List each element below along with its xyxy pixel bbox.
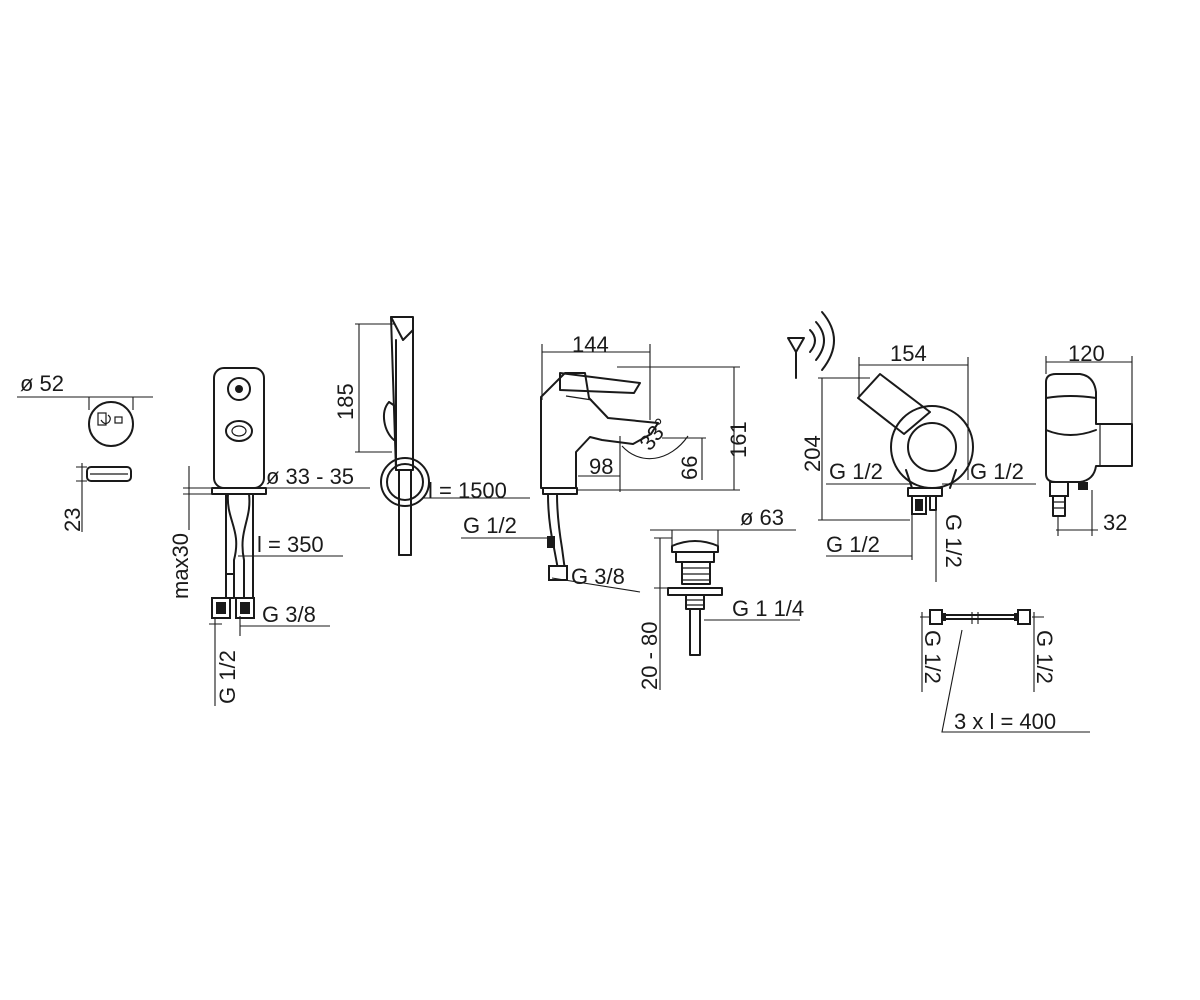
basin-faucet-front-drawing — [183, 367, 370, 706]
box-right-thread-label: G 1/2 — [970, 459, 1024, 484]
control-box-front-drawing — [787, 311, 1036, 582]
connector-left-thread-label: G 1/2 — [920, 630, 945, 684]
drain-range-label: 20 - 80 — [637, 622, 662, 691]
sensor-diameter-label: ø 52 — [20, 371, 64, 396]
max-thickness-label: max30 — [168, 533, 193, 599]
spout-reach-label: 98 — [589, 454, 613, 479]
control-box-side-drawing — [1045, 356, 1133, 536]
shower-height-label: 185 — [333, 383, 358, 420]
connector-right-thread-label: G 1/2 — [1032, 630, 1057, 684]
hole-diameter-label: ø 33 - 35 — [266, 464, 354, 489]
supply-hose-length-label: l = 350 — [257, 532, 324, 557]
faucet-outlet-label: G 3/8 — [571, 564, 625, 589]
box-bottom-thread-label: G 1/2 — [826, 532, 880, 557]
supply-thread-large-label: G 1/2 — [215, 650, 240, 704]
side-width-label: 120 — [1068, 341, 1105, 366]
faucet-length-label: 144 — [572, 332, 609, 357]
drain-thread-label: G 1 1/4 — [732, 596, 804, 621]
supply-thread-small-label: G 3/8 — [262, 602, 316, 627]
drain-drawing — [650, 529, 800, 690]
faucet-height-label: 161 — [726, 421, 751, 458]
spout-angle-label: 33° — [634, 413, 674, 455]
drain-diameter-label: ø 63 — [740, 505, 784, 530]
connector-hoses-drawing — [920, 609, 1090, 733]
box-vertical-thread-label: G 1/2 — [941, 514, 966, 568]
faucet-inlet-label: G 1/2 — [463, 513, 517, 538]
side-depth-label: 32 — [1103, 510, 1127, 535]
connector-hoses-label: 3 x l = 400 — [954, 709, 1056, 734]
box-left-thread-label: G 1/2 — [829, 459, 883, 484]
sensor-height-label: 23 — [60, 508, 85, 532]
basin-faucet-side-drawing — [461, 344, 740, 593]
shower-hose-length-label: l = 1500 — [428, 478, 507, 503]
box-width-label: 154 — [890, 341, 927, 366]
hand-shower-drawing — [355, 316, 530, 556]
box-height-label: 204 — [800, 435, 825, 472]
spout-height-label: 66 — [677, 456, 702, 480]
sensor-button-drawing — [17, 396, 153, 532]
